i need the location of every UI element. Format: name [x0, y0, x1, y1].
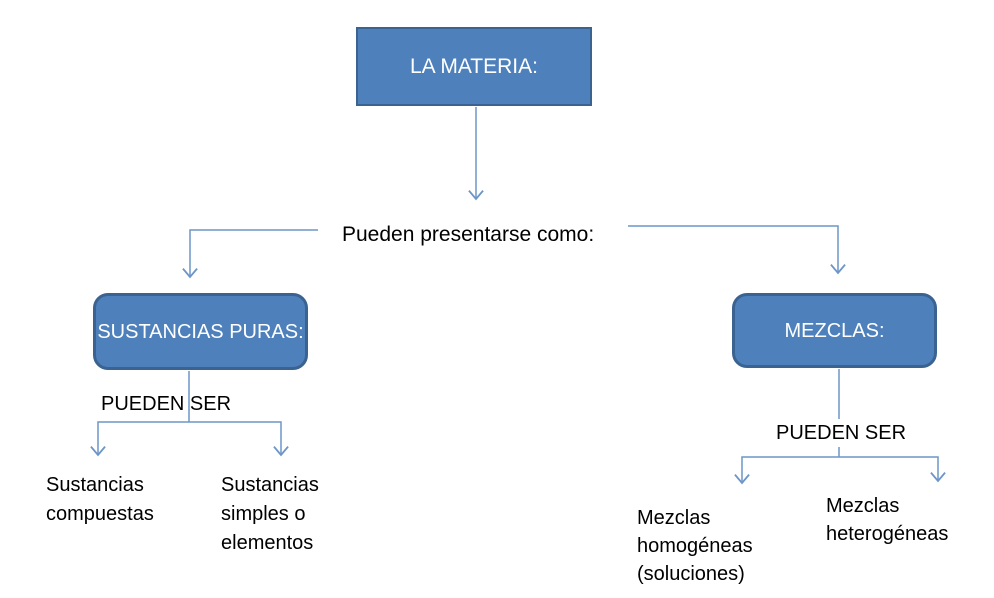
leaf-mezclas-heterogeneas: Mezclas heterogéneas — [826, 495, 949, 545]
right-relation-label: PUEDEN SER — [773, 419, 910, 447]
connector-branch-to-left-box — [182, 229, 318, 279]
leaf-mezclas-homogeneas: Mezclas homogéneas (soluciones) — [637, 507, 753, 585]
branch-label: Pueden presentarse como: — [342, 223, 595, 246]
root-node-label: LA MATERIA: — [410, 54, 538, 78]
root-node-la-materia: LA MATERIA: — [356, 27, 592, 106]
right-children-bracket — [734, 456, 946, 485]
node-mezclas: MEZCLAS: — [732, 293, 937, 368]
node-sustancias-puras: SUSTANCIAS PURAS: — [93, 293, 308, 370]
node-mezclas-label: MEZCLAS: — [784, 319, 885, 342]
leaf-sustancias-simples: Sustancias simples o elementos — [221, 474, 319, 554]
left-relation-label: PUEDEN SER — [101, 393, 232, 415]
left-children-bracket — [90, 421, 289, 457]
connector-branch-to-right-box — [628, 225, 846, 275]
node-sustancias-puras-label: SUSTANCIAS PURAS: — [97, 320, 304, 343]
leaf-sustancias-compuestas: Sustancias compuestas — [46, 474, 154, 525]
